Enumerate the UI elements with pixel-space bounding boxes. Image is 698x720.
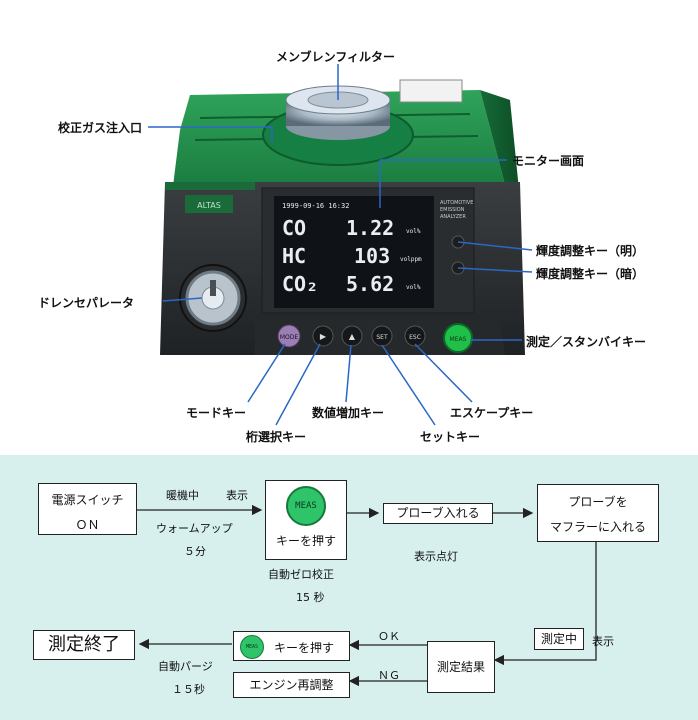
probe-muffler-box: プローブを マフラーに入れる <box>537 484 659 542</box>
svg-text:ANALYZER: ANALYZER <box>440 214 466 220</box>
ok-label: ＯＫ <box>378 630 400 643</box>
measuring-label: 表示 <box>592 635 614 648</box>
screen-row-label: CO <box>282 216 307 240</box>
probe-muffler-line1: プローブを <box>568 495 628 509</box>
measure-standby-key <box>443 323 473 353</box>
measuring-text: 測定中 <box>540 632 577 646</box>
meas-icon: MEAS <box>286 486 326 526</box>
svg-text:ESC: ESC <box>409 334 421 341</box>
svg-text:EMISSION: EMISSION <box>440 207 465 213</box>
screen-readout: 1999-09-16 16:32 CO 1.22 vol% HC 103 vol… <box>280 200 430 304</box>
warmup-label-3: ウォームアップ <box>156 522 233 535</box>
flow-arrows <box>137 504 597 687</box>
warmup-label-4: ５分 <box>184 545 206 558</box>
engine-readjust-text: エンジン再調整 <box>249 678 334 692</box>
callout-escape-key: エスケープキー <box>450 406 534 420</box>
meas-key-box: MEAS キーを押す <box>265 480 347 560</box>
mode-key <box>277 324 301 348</box>
auto-zero-label: 自動ゼロ校正 <box>268 568 334 581</box>
svg-text:AUTOMOTIVE: AUTOMOTIVE <box>440 200 473 206</box>
callout-drain-separator: ドレンセパレータ <box>38 296 135 310</box>
svg-text:SET: SET <box>376 334 388 341</box>
power-on-box: 電源スイッチ ＯＮ <box>38 483 137 535</box>
end-box: 測定終了 <box>33 630 135 660</box>
screen-row-value: 1.22 <box>346 216 395 240</box>
auto-purge-label: 自動パージ <box>158 660 213 673</box>
monitor-screen <box>274 196 434 308</box>
screen-datetime: 1999-09-16 16:32 <box>282 202 350 210</box>
display-on-label: 表示点灯 <box>414 550 458 563</box>
warmup-label-2: 表示 <box>226 489 248 502</box>
screen-row-label: HC <box>282 244 307 268</box>
result-text: 測定結果 <box>436 660 485 674</box>
meas-key-text: キーを押す <box>275 534 336 548</box>
svg-text:▲: ▲ <box>349 332 356 341</box>
callout-mode-key: モードキー <box>186 406 247 420</box>
svg-text:MEAS: MEAS <box>450 336 467 343</box>
screen-row-unit: volppm <box>400 256 422 263</box>
screen-row-value: 5.62 <box>346 272 395 296</box>
callout-brightness-up: 輝度調整キー（明） <box>536 244 645 258</box>
callout-value-increase: 数値増加キー <box>312 406 385 420</box>
digit-select-key <box>312 325 334 347</box>
end-text: 測定終了 <box>48 634 120 655</box>
value-increase-key <box>341 325 363 347</box>
screen-row-unit: vol% <box>406 228 421 235</box>
power-on-line2: ＯＮ <box>75 518 100 532</box>
probe-muffler-line2: マフラーに入れる <box>549 520 646 534</box>
callout-monitor-screen: モニター画面 <box>512 154 585 168</box>
screen-row-value: 103 <box>354 244 391 268</box>
probe-in-text: プローブ入れる <box>396 506 480 520</box>
rating-label <box>399 79 463 103</box>
callout-digit-select: 桁選択キー <box>246 430 307 444</box>
ng-label: ＮＧ <box>378 669 400 682</box>
auto-purge-time: １５秒 <box>172 683 205 696</box>
meas-press-box: MEAS キーを押す <box>233 631 350 661</box>
screen-row-label: CO₂ <box>282 272 319 296</box>
power-on-line1: 電源スイッチ <box>51 493 124 507</box>
warmup-label-1: 暖機中 <box>166 489 199 502</box>
callout-measure-standby: 測定／スタンバイキー <box>526 335 647 349</box>
callout-calibration-gas-inlet: 校正ガス注入口 <box>58 121 143 135</box>
result-box: 測定結果 <box>427 641 495 693</box>
probe-in-box: プローブ入れる <box>383 503 493 524</box>
meas-icon: MEAS <box>240 635 264 659</box>
meas-press-text: キーを押す <box>274 641 335 655</box>
measuring-box: 測定中 <box>534 628 584 650</box>
escape-key <box>404 325 426 347</box>
callout-set-key: セットキー <box>420 430 481 444</box>
brand-logo: ALTAS <box>197 201 221 210</box>
engine-readjust-box: エンジン再調整 <box>233 672 350 698</box>
svg-text:▶: ▶ <box>320 332 327 341</box>
svg-text:MODE: MODE <box>280 334 299 341</box>
screen-row-unit: vol% <box>406 284 421 291</box>
callout-membrane-filter: メンブレンフィルター <box>276 50 396 64</box>
callout-brightness-down: 輝度調整キー（暗） <box>536 267 645 281</box>
analyzer-photo: ALTAS AUTOMOTIVE EMISSION ANALYZER MODE … <box>148 64 533 426</box>
auto-zero-time: 15 秒 <box>296 591 325 604</box>
